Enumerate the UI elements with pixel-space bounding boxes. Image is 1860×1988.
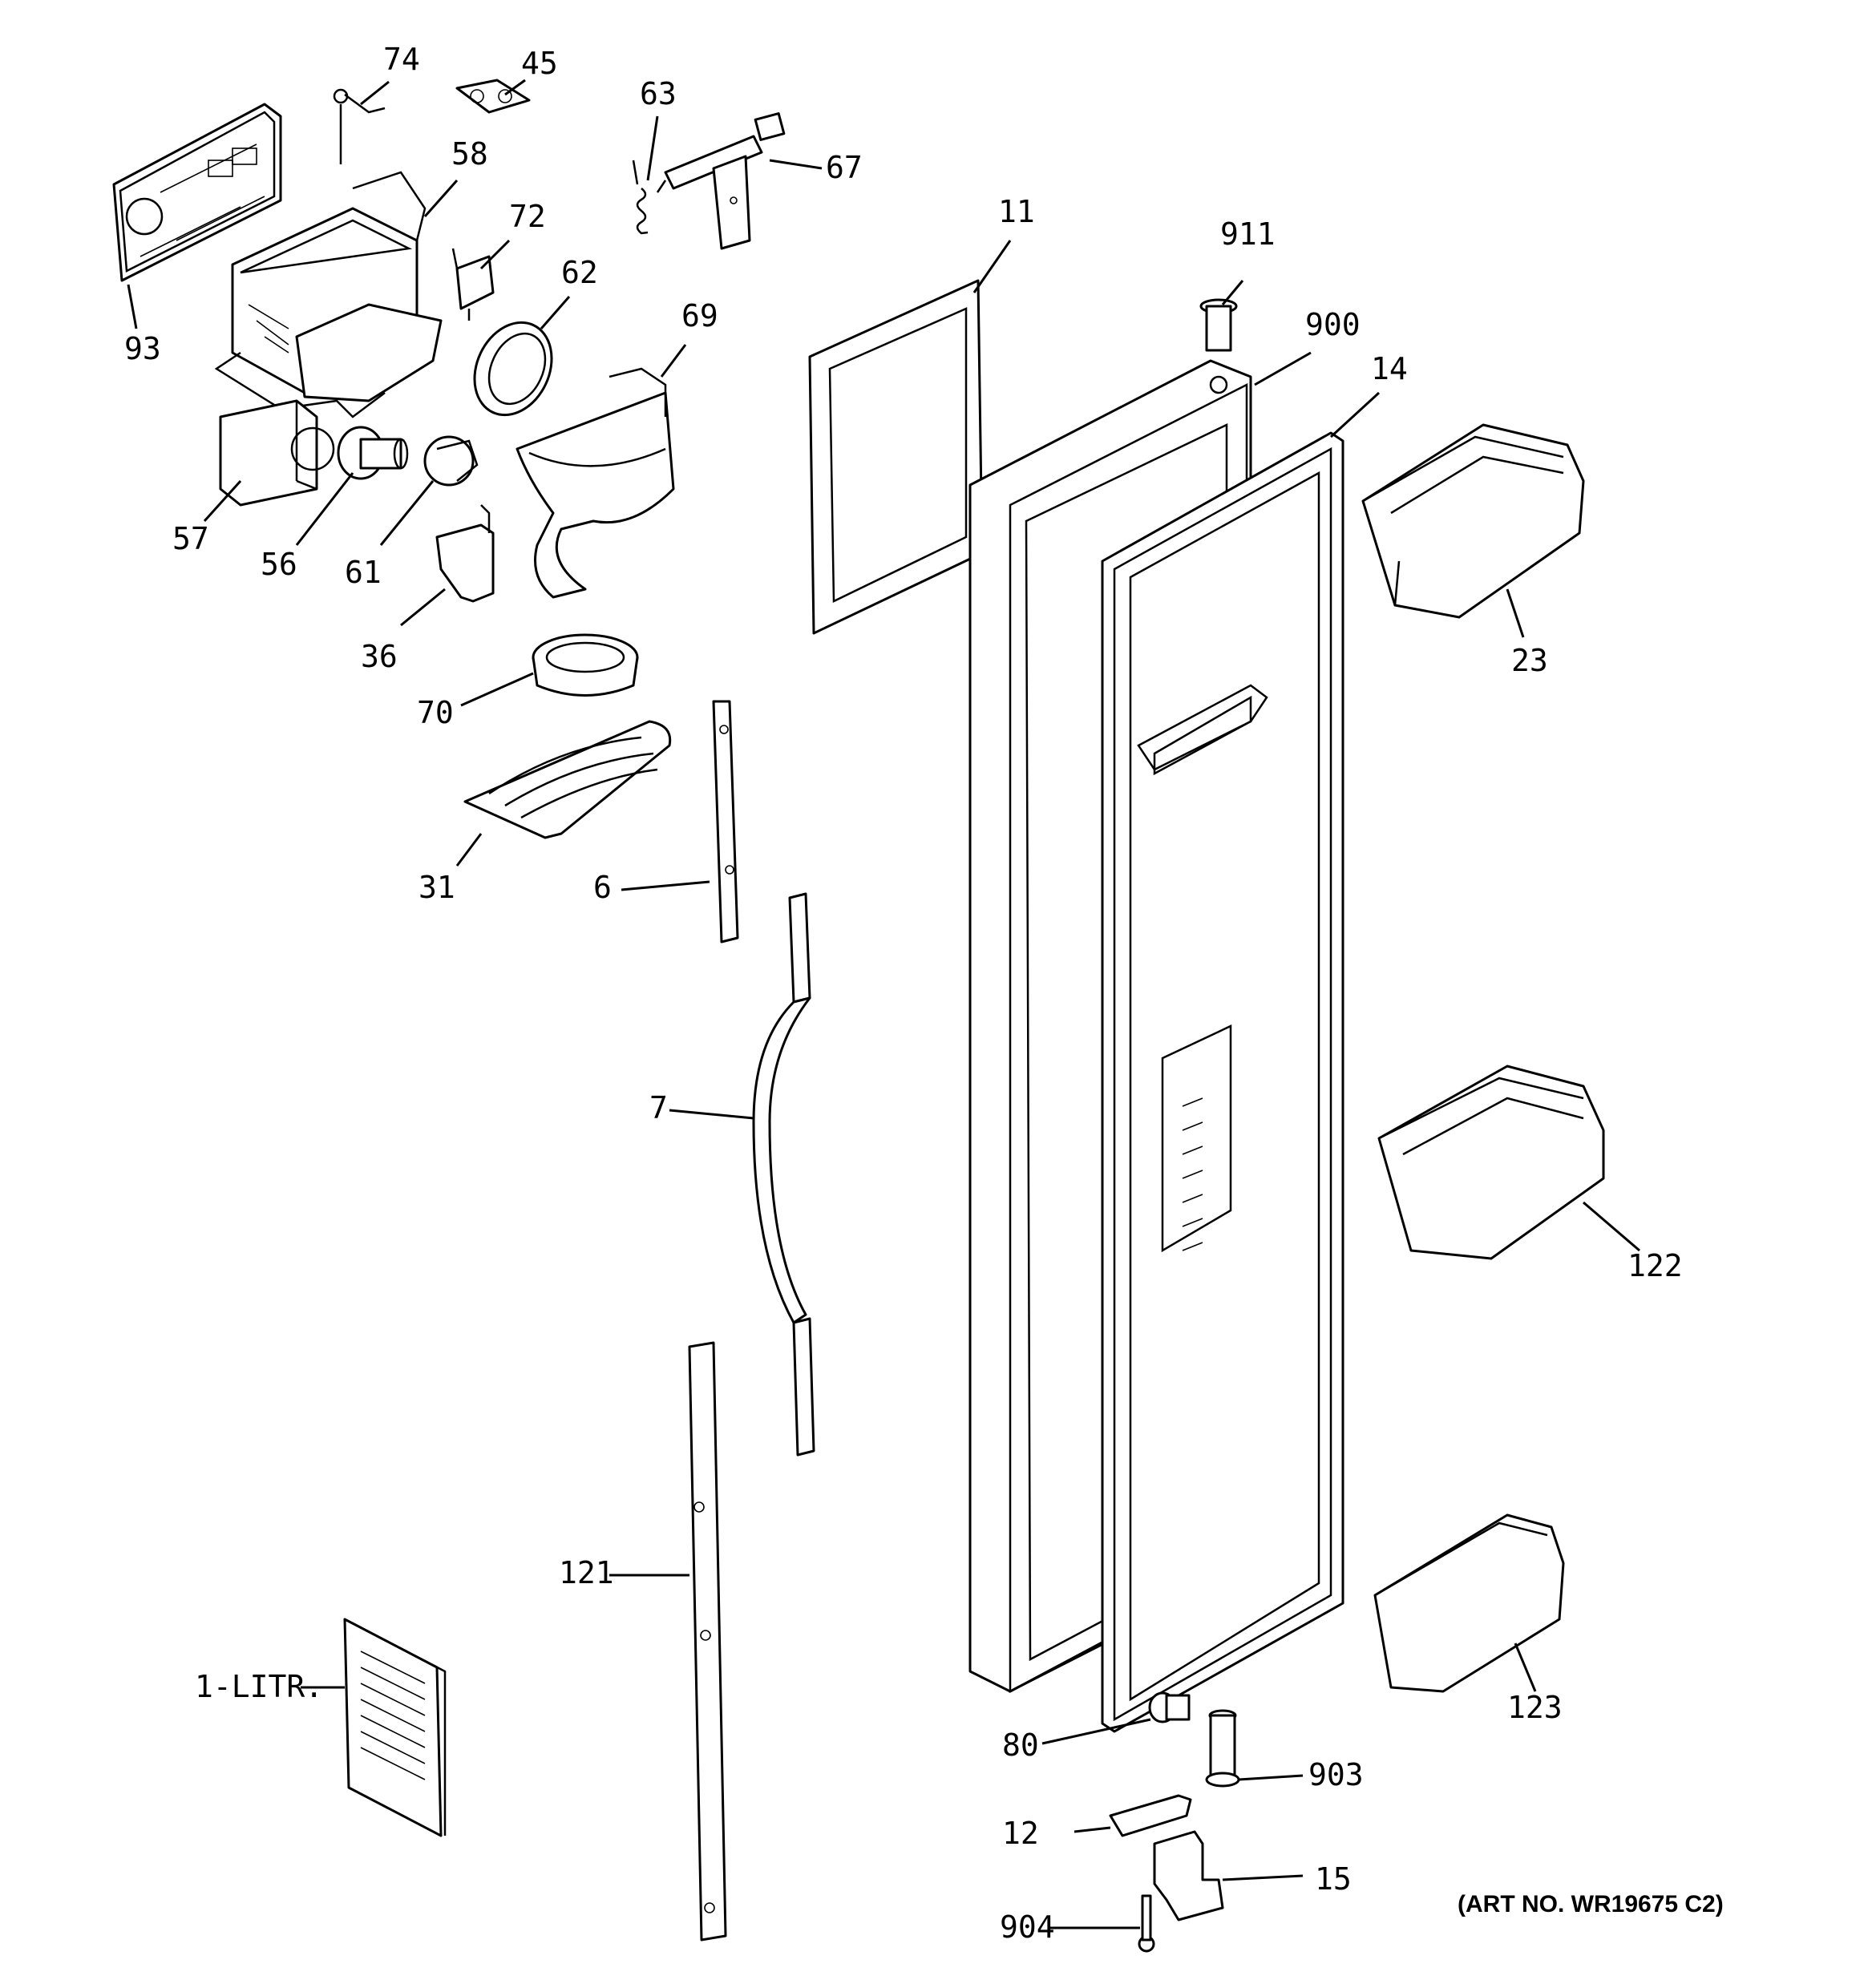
part-58-dispenser-housing xyxy=(214,171,443,418)
part-63-spring xyxy=(632,160,649,235)
callout-15: 15 xyxy=(1315,1861,1352,1897)
callout-11: 11 xyxy=(998,194,1035,229)
callout-45: 45 xyxy=(521,46,558,81)
callout-74: 74 xyxy=(383,42,420,77)
callout-67: 67 xyxy=(826,150,863,185)
callout-14: 14 xyxy=(1371,351,1408,386)
callout-904: 904 xyxy=(1000,1909,1055,1945)
part-7-handle xyxy=(752,892,815,1457)
part-70-bearing xyxy=(532,633,639,697)
callout-122: 122 xyxy=(1628,1248,1683,1283)
callout-93: 93 xyxy=(124,331,161,366)
part-72-switch xyxy=(451,248,495,321)
callout-7: 7 xyxy=(649,1090,668,1125)
part-93-control-board xyxy=(112,103,282,282)
callout-57: 57 xyxy=(172,521,209,556)
callout-12: 12 xyxy=(1002,1816,1039,1851)
callout-903: 903 xyxy=(1308,1757,1364,1792)
callout-911: 911 xyxy=(1220,216,1276,252)
part-1-litr-literature xyxy=(343,1618,447,1837)
part-6-trim-strip xyxy=(712,700,739,943)
part-904-screw xyxy=(1138,1894,1155,1953)
part-69-ice-chute xyxy=(516,367,675,599)
callout-labels: 74 45 63 67 58 72 62 69 93 11 911 900 14… xyxy=(124,42,1724,1945)
part-12-hinge-plate xyxy=(1109,1794,1192,1837)
callout-123: 123 xyxy=(1507,1690,1563,1725)
part-23-door-bin xyxy=(1361,423,1585,619)
part-45-bracket xyxy=(455,79,531,114)
part-11-inner-frame xyxy=(808,279,984,635)
part-36-bracket xyxy=(435,504,495,603)
part-62-ring xyxy=(473,321,553,417)
part-121-trim-strip xyxy=(688,1341,727,1942)
callout-62: 62 xyxy=(561,255,598,290)
part-123-door-bin xyxy=(1373,1513,1565,1693)
callout-121: 121 xyxy=(559,1555,614,1590)
part-15-hinge-bracket xyxy=(1153,1830,1224,1921)
callout-36: 36 xyxy=(361,639,398,674)
part-14-door-gasket xyxy=(1101,431,1344,1733)
part-61-crusher-part xyxy=(423,435,479,487)
part-122-door-bin xyxy=(1377,1065,1605,1260)
callout-69: 69 xyxy=(681,298,718,333)
part-56-auger-motor xyxy=(337,426,409,480)
callout-56: 56 xyxy=(261,547,297,582)
callout-1-litr: 1-LITR. xyxy=(195,1669,323,1704)
part-57-motor-cover xyxy=(219,399,335,507)
callout-70: 70 xyxy=(417,695,454,730)
callout-80: 80 xyxy=(1002,1727,1039,1763)
callout-61: 61 xyxy=(345,555,382,590)
part-80-plug xyxy=(1148,1691,1191,1723)
callout-900: 900 xyxy=(1305,307,1361,342)
callout-63: 63 xyxy=(640,76,677,111)
callout-58: 58 xyxy=(451,136,488,172)
callout-72: 72 xyxy=(509,199,546,234)
art-number: (ART NO. WR19675 C2) xyxy=(1458,1891,1724,1917)
callout-23: 23 xyxy=(1511,643,1548,678)
part-911-cap xyxy=(1199,298,1238,352)
callout-31: 31 xyxy=(418,870,455,905)
part-903-pin xyxy=(1205,1709,1240,1788)
callout-6: 6 xyxy=(593,870,612,905)
part-74-spring-wire xyxy=(333,88,386,164)
part-67-actuator-arm xyxy=(656,112,786,250)
leader-lines xyxy=(127,79,1640,1929)
part-31-drip-tray xyxy=(463,720,672,839)
